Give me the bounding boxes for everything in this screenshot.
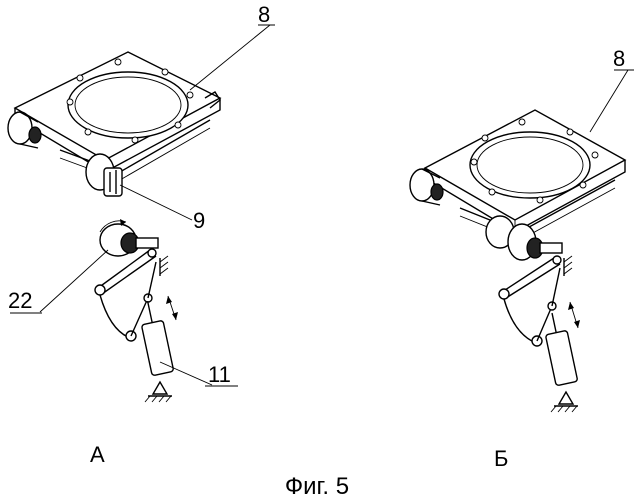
leader-8-a bbox=[190, 25, 270, 90]
callout-22: 22 bbox=[8, 288, 32, 313]
figure-caption: Фиг. 5 bbox=[285, 473, 349, 500]
leader-8-b bbox=[590, 70, 628, 132]
platform-a bbox=[8, 52, 220, 196]
drive-mechanism-b bbox=[499, 256, 580, 412]
view-b: 8 Б bbox=[410, 46, 634, 471]
leader-9 bbox=[120, 185, 192, 220]
callout-8-a: 8 bbox=[258, 2, 270, 27]
callout-8-b: 8 bbox=[613, 46, 625, 71]
leader-11 bbox=[160, 362, 212, 385]
view-a: 8 9 22 11 А bbox=[8, 2, 275, 467]
drive-mechanism-a bbox=[95, 219, 178, 402]
sublabel-b: Б bbox=[494, 446, 508, 471]
platform-b bbox=[410, 110, 625, 260]
callout-9: 9 bbox=[193, 208, 205, 233]
callout-11: 11 bbox=[208, 362, 231, 387]
leader-22 bbox=[40, 250, 108, 312]
sublabel-a: А bbox=[90, 442, 105, 467]
